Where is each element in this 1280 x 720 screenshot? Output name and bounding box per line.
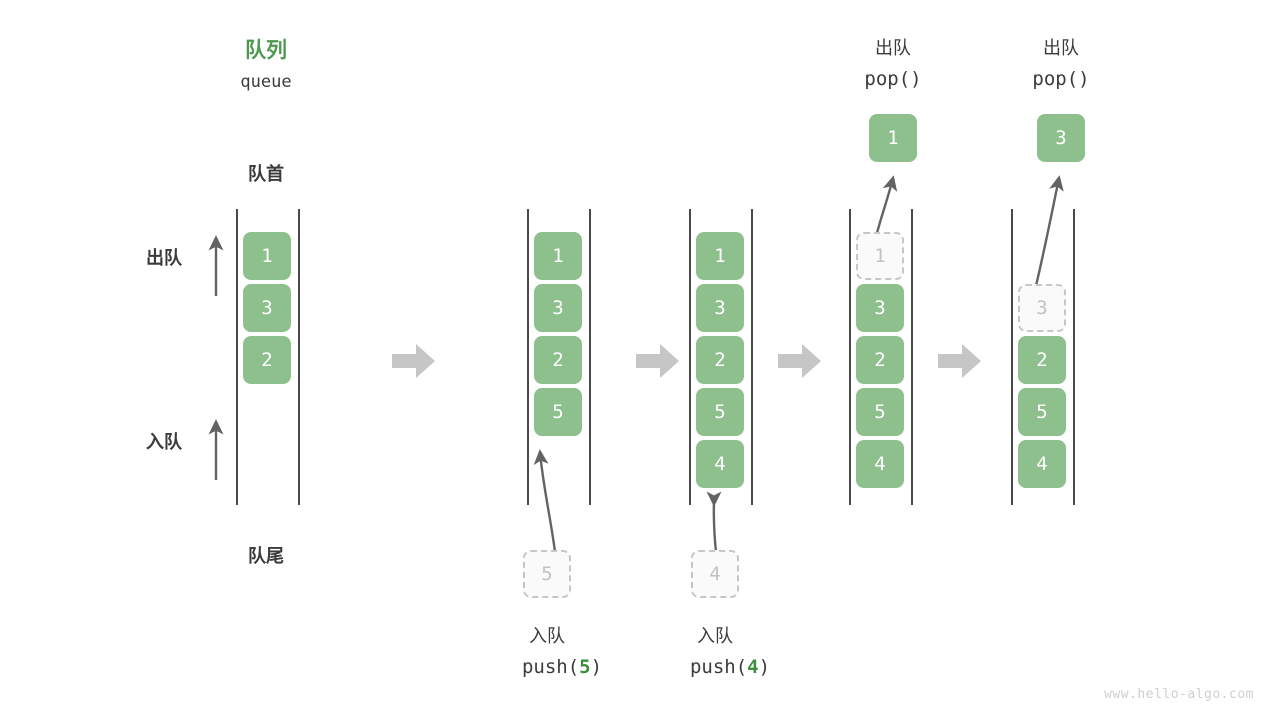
op-code-prefix: push(: [689, 656, 748, 678]
operation-label-code: push(5): [487, 656, 637, 678]
op-code-prefix: pop(: [864, 68, 911, 90]
queue-cell: 2: [696, 336, 744, 384]
queue-cell: 3: [696, 284, 744, 332]
rail-right: [298, 209, 300, 505]
queue-cell: 1: [243, 232, 291, 280]
queue-cell: 3: [243, 284, 291, 332]
queue-cell-ghost: 1: [856, 232, 904, 280]
rail-right: [751, 209, 753, 505]
pop-3-arrow: [1033, 175, 1064, 291]
op-code-suffix: ): [1078, 68, 1090, 90]
page-title: 队列: [245, 38, 287, 62]
queue-tail-label: 队尾: [248, 546, 284, 567]
rail-right: [1073, 209, 1075, 505]
watermark: www.hello-algo.com: [1104, 687, 1254, 702]
queue-cell: 4: [1018, 440, 1066, 488]
op-code-prefix: pop(: [1032, 68, 1079, 90]
op-code-arg: 5: [579, 656, 591, 678]
op-code-suffix: ): [590, 656, 603, 678]
rail-left: [1011, 209, 1013, 505]
queue-cell: 5: [1018, 388, 1066, 436]
queue-cell: 2: [534, 336, 582, 384]
op-code-prefix: push(: [521, 656, 580, 678]
enqueue-side-label: 入队: [146, 432, 182, 453]
step-arrow: [636, 341, 680, 381]
queue-cell: 5: [856, 388, 904, 436]
pop-1-arrow: [875, 175, 898, 234]
operation-label-code: pop(): [833, 68, 953, 90]
popped-value-cell: 3: [1037, 114, 1085, 162]
queue-cell: 3: [856, 284, 904, 332]
page-subtitle: queue: [240, 72, 292, 92]
step-arrow: [392, 341, 436, 381]
rail-left: [849, 209, 851, 505]
popped-value-cell: 1: [869, 114, 917, 162]
dequeue-side-label: 出队: [146, 248, 182, 269]
operation-label-cn: 入队: [529, 626, 565, 647]
push-4-arrow: [706, 491, 722, 553]
op-code-suffix: ): [910, 68, 922, 90]
incoming-value-ghost: 5: [523, 550, 571, 598]
queue-cell: 4: [696, 440, 744, 488]
queue-cell: 5: [696, 388, 744, 436]
queue-head-label: 队首: [248, 164, 284, 185]
queue-cell: 5: [534, 388, 582, 436]
operation-label-cn: 入队: [697, 626, 733, 647]
rail-left: [689, 209, 691, 505]
step-arrow: [778, 341, 822, 381]
rail-left: [527, 209, 529, 505]
operation-label-code: pop(): [1001, 68, 1121, 90]
queue-cell: 2: [243, 336, 291, 384]
step-arrow: [938, 341, 982, 381]
rail-left: [236, 209, 238, 505]
queue-cell-ghost: 3: [1018, 284, 1066, 332]
operation-label-cn: 出队: [1043, 38, 1079, 59]
queue-cell: 2: [1018, 336, 1066, 384]
push-5-arrow: [533, 449, 557, 553]
rail-right: [911, 209, 913, 505]
operation-label-cn: 出队: [875, 38, 911, 59]
queue-cell: 2: [856, 336, 904, 384]
incoming-value-ghost: 4: [691, 550, 739, 598]
op-code-arg: 4: [747, 656, 759, 678]
queue-cell: 4: [856, 440, 904, 488]
queue-cell: 3: [534, 284, 582, 332]
operation-label-code: push(4): [655, 656, 805, 678]
queue-cell: 1: [696, 232, 744, 280]
queue-cell: 1: [534, 232, 582, 280]
rail-right: [589, 209, 591, 505]
op-code-suffix: ): [758, 656, 771, 678]
